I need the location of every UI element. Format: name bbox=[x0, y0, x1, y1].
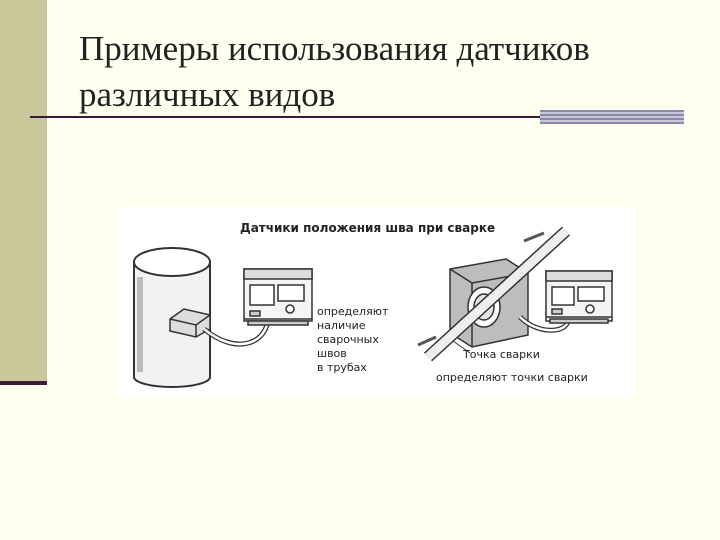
pipe-sensor-drawing bbox=[169, 308, 211, 338]
slide-title-line-2: различных видов bbox=[79, 75, 336, 114]
side-decor-rule bbox=[0, 381, 47, 385]
controller-1-drawing bbox=[243, 268, 313, 326]
weld-point-label: Точка сварки bbox=[463, 348, 540, 361]
title-underline bbox=[30, 116, 540, 118]
desc-line: определяют bbox=[317, 305, 389, 318]
desc-line: наличие bbox=[317, 319, 366, 332]
figure-description: определяют наличие сварочных швов в труб… bbox=[317, 305, 388, 375]
figure-heading: Датчики положения шва при сварке bbox=[240, 221, 496, 235]
illustration-drawing bbox=[133, 226, 613, 388]
detect-points-label: определяют точки сварки bbox=[436, 371, 588, 384]
title-accent-bar bbox=[540, 110, 684, 124]
desc-line: швов bbox=[317, 347, 347, 360]
weld-point-pointer bbox=[452, 340, 471, 354]
desc-line: сварочных bbox=[317, 333, 379, 346]
side-decor-bar bbox=[0, 0, 47, 383]
weld-rod-drawing bbox=[417, 226, 571, 362]
sensor-illustration: Датчики положения шва при сварке определ… bbox=[118, 207, 636, 397]
desc-line: в трубах bbox=[317, 361, 367, 374]
controller-2-drawing bbox=[545, 270, 613, 324]
slide-title: Примеры использования датчиков различных… bbox=[79, 26, 699, 118]
slide-title-line-1: Примеры использования датчиков bbox=[79, 29, 590, 68]
